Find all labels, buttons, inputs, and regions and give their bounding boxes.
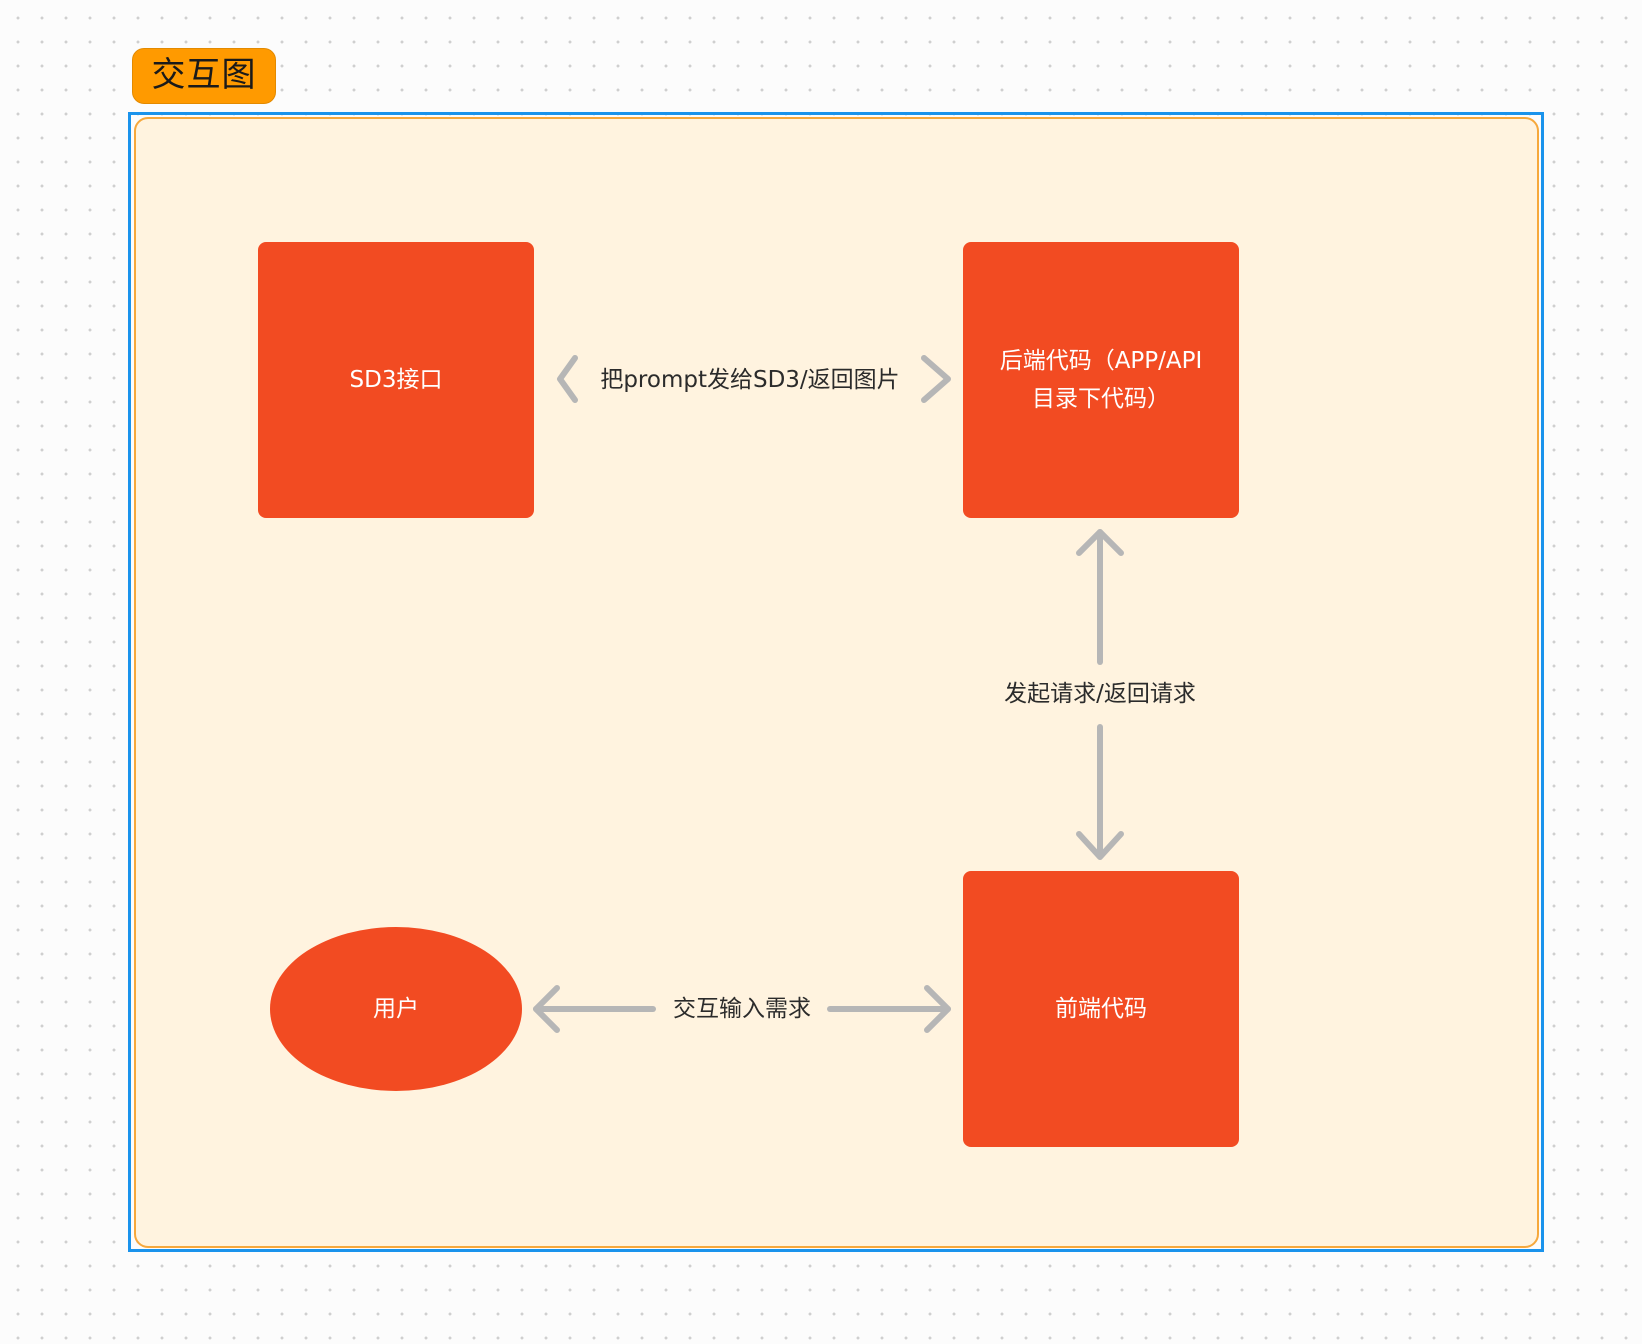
arrowhead-right bbox=[924, 985, 951, 1033]
edge-label-sd3-backend[interactable]: 把prompt发给SD3/返回图片 bbox=[600, 367, 900, 393]
node-label-line2: 目录下代码） bbox=[1031, 386, 1170, 412]
node-sd3-api[interactable]: SD3接口 bbox=[258, 242, 534, 518]
node-user[interactable]: 用户 bbox=[270, 927, 522, 1091]
node-label: 前端代码 bbox=[1055, 996, 1147, 1022]
edge-label-backend-frontend[interactable]: 发起请求/返回请求 bbox=[1004, 681, 1196, 707]
node-label: 后端代码（APP/API 目录下代码） bbox=[1000, 342, 1203, 418]
node-label-line1: 后端代码（APP/API bbox=[999, 348, 1203, 374]
frame-title-tag[interactable]: 交互图 bbox=[132, 48, 276, 104]
arrowhead-down bbox=[1076, 831, 1124, 860]
selection-outline bbox=[128, 112, 1544, 1252]
edge-label-user-frontend[interactable]: 交互输入需求 bbox=[673, 996, 811, 1022]
connector-user-frontend[interactable] bbox=[533, 985, 951, 1033]
arrowhead-up bbox=[1076, 529, 1124, 556]
node-backend-code[interactable]: 后端代码（APP/API 目录下代码） bbox=[963, 242, 1239, 518]
arrowhead-left bbox=[557, 355, 578, 403]
arrowhead-right bbox=[921, 355, 951, 403]
connector-sd3-backend[interactable] bbox=[557, 355, 951, 403]
arrowhead-left bbox=[533, 985, 560, 1033]
node-frontend-code[interactable]: 前端代码 bbox=[963, 871, 1239, 1147]
node-label: SD3接口 bbox=[349, 367, 443, 393]
node-label: 用户 bbox=[373, 996, 419, 1022]
connector-backend-frontend[interactable] bbox=[1076, 529, 1124, 860]
